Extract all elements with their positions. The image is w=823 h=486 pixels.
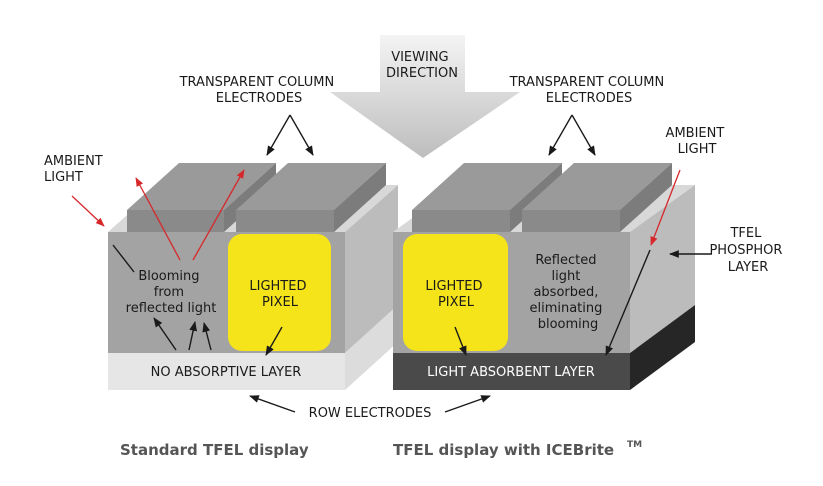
right-electrode-2-side bbox=[620, 163, 672, 232]
right-lighted-pixel-label: LIGHTED PIXEL bbox=[425, 279, 486, 310]
left-electrode-2-front bbox=[236, 210, 334, 232]
left-base-right-face bbox=[345, 305, 398, 390]
reflected-arrow-1 bbox=[153, 317, 177, 351]
row-electrode-pointer-left bbox=[249, 395, 296, 413]
left-electrode-2-top bbox=[236, 163, 386, 210]
left-no-absorptive-layer bbox=[108, 353, 345, 390]
icebrite-display-caption: TFEL display with ICEBrite bbox=[393, 441, 614, 459]
left-electrode-2-side bbox=[334, 163, 386, 232]
trademark-superscript: TM bbox=[627, 440, 642, 450]
blooming-label: Blooming from reflected light bbox=[126, 269, 217, 316]
reflected-arrow-3 bbox=[202, 322, 212, 351]
light-absorbent-layer-label: LIGHT ABSORBENT LAYER bbox=[427, 365, 595, 380]
left-pixel-pointer bbox=[265, 326, 283, 356]
right-electrode-pointer-a bbox=[548, 114, 573, 156]
absorbed-light-arrow bbox=[605, 249, 651, 356]
pointer-arrows bbox=[112, 114, 712, 413]
no-absorptive-layer-label: NO ABSORPTIVE LAYER bbox=[151, 365, 302, 380]
right-lighted-pixel bbox=[403, 234, 508, 351]
right-electrode-1-front bbox=[412, 210, 510, 232]
right-electrode-2-top bbox=[522, 163, 672, 210]
right-pixel-pointer bbox=[454, 326, 467, 356]
right-electrode-1-top bbox=[412, 163, 562, 210]
row-electrode-pointer-right bbox=[444, 395, 491, 413]
left-ambient-light-label: AMBIENT LIGHT bbox=[44, 154, 107, 185]
left-lighted-pixel-label: LIGHTED PIXEL bbox=[249, 279, 310, 310]
blooming-pointer bbox=[112, 244, 135, 273]
phosphor-layer-label: TFEL PHOSPHOR LAYER bbox=[709, 226, 786, 275]
viewing-direction-label: VIEWING DIRECTION bbox=[386, 50, 458, 81]
row-electrodes-label: ROW ELECTRODES bbox=[309, 406, 432, 421]
right-phosphor-right-face bbox=[630, 185, 695, 353]
reflected-absorbed-label: Reflected light absorbed, eliminating bl… bbox=[529, 253, 606, 332]
right-ambient-light-label: AMBIENT LIGHT bbox=[666, 126, 729, 157]
left-electrode-pointer-a bbox=[266, 114, 291, 156]
left-electrode-1-front bbox=[127, 210, 224, 232]
right-column-electrodes-label: TRANSPARENT COLUMN ELECTRODES bbox=[509, 75, 669, 106]
light-ray-arrows bbox=[71, 169, 681, 261]
left-lighted-pixel bbox=[228, 234, 331, 351]
standard-display-caption: Standard TFEL display bbox=[120, 441, 309, 459]
right-ambient-ray bbox=[650, 169, 681, 246]
viewing-direction-arrow bbox=[330, 35, 520, 158]
left-ambient-ray bbox=[71, 195, 105, 227]
right-electrode-pointer-b bbox=[571, 114, 596, 156]
left-column-electrodes-label: TRANSPARENT COLUMN ELECTRODES bbox=[179, 75, 339, 106]
right-base-right-face bbox=[630, 305, 695, 390]
left-phosphor-right-face bbox=[345, 185, 398, 353]
left-electrode-pointer-b bbox=[289, 114, 314, 156]
right-light-absorbent-layer bbox=[393, 353, 630, 390]
reflected-arrow-2 bbox=[188, 321, 197, 351]
icebrite-tfel-display bbox=[393, 163, 695, 390]
right-electrode-2-front bbox=[522, 210, 620, 232]
blooming-ray-left bbox=[135, 177, 181, 261]
blooming-ray-right bbox=[192, 169, 245, 261]
